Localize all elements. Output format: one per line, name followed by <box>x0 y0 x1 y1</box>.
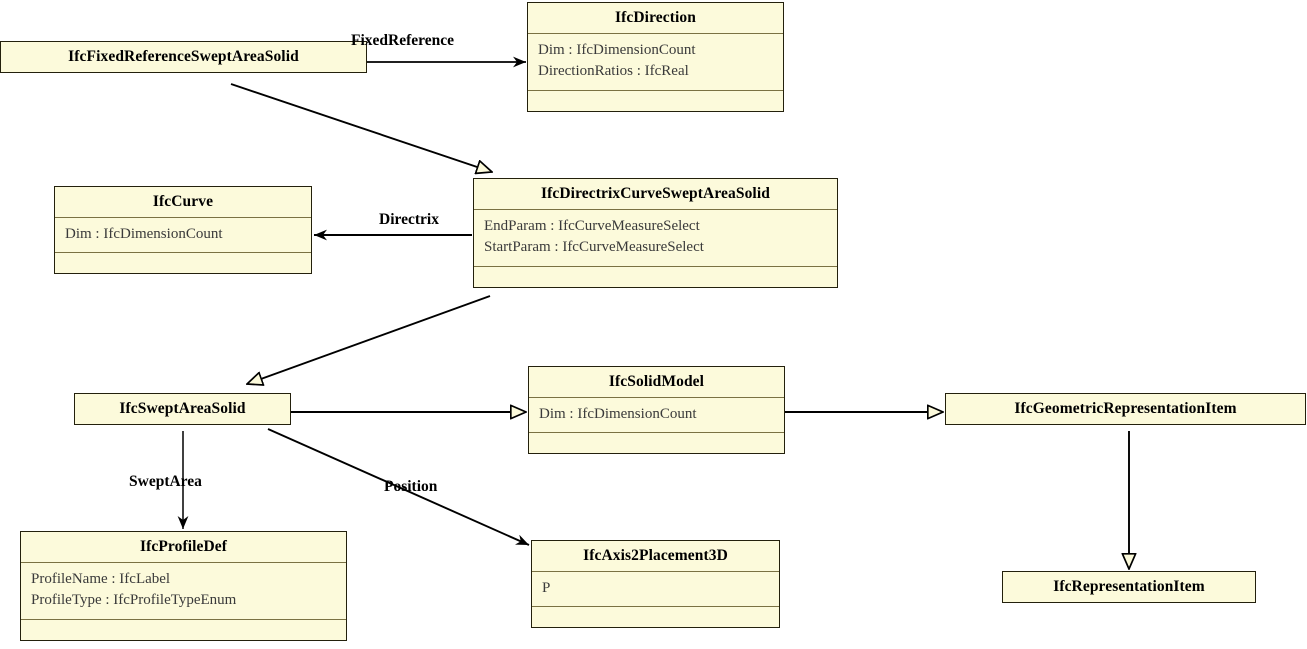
uml-class-title: IfcDirection <box>615 9 696 26</box>
uml-attribute: Dim : IfcDimensionCount <box>538 42 696 59</box>
uml-attribute: ProfileName : IfcLabel <box>31 571 171 588</box>
uml-attribute-compartment: EndParam : IfcCurveMeasureSelect StartPa… <box>474 209 837 266</box>
uml-operation-compartment <box>532 606 779 627</box>
uml-attribute: Dim : IfcDimensionCount <box>65 226 223 243</box>
uml-class-title: IfcDirectrixCurveSweptAreaSolid <box>541 185 770 202</box>
edge-label-position: Position <box>384 478 438 495</box>
uml-attribute: Dim : IfcDimensionCount <box>539 406 697 423</box>
uml-class-ifcprofiledef[interactable]: IfcProfileDef ProfileName : IfcLabel Pro… <box>20 531 347 641</box>
uml-attribute-compartment: ProfileName : IfcLabel ProfileType : Ifc… <box>21 562 346 619</box>
uml-class-title: IfcGeometricRepresentationItem <box>1014 400 1237 417</box>
uml-attribute: P <box>542 580 551 597</box>
uml-class-ifcdirection[interactable]: IfcDirection Dim : IfcDimensionCount Dir… <box>527 2 784 112</box>
uml-attribute-compartment: Dim : IfcDimensionCount <box>55 217 311 252</box>
uml-class-ifcdirectrixcurvesweptareasolid[interactable]: IfcDirectrixCurveSweptAreaSolid EndParam… <box>473 178 838 288</box>
uml-operation-compartment <box>55 252 311 273</box>
uml-attribute-compartment: Dim : IfcDimensionCount <box>529 397 784 432</box>
uml-class-title: IfcSweptAreaSolid <box>119 400 246 417</box>
edge-label-fixedreference: FixedReference <box>351 32 454 49</box>
uml-attribute: ProfileType : IfcProfileTypeEnum <box>31 592 237 609</box>
uml-class-ifcrepresentationitem[interactable]: IfcRepresentationItem <box>1002 571 1256 604</box>
uml-class-ifccurve[interactable]: IfcCurve Dim : IfcDimensionCount <box>54 186 312 275</box>
uml-class-ifcfixedreferencesweptareasolid[interactable]: IfcFixedReferenceSweptAreaSolid <box>0 41 367 74</box>
uml-operation-compartment <box>21 618 346 640</box>
uml-class-title: IfcCurve <box>152 193 214 210</box>
uml-class-title: IfcRepresentationItem <box>1053 578 1205 595</box>
edge-label-sweptarea: SweptArea <box>129 473 202 490</box>
uml-attribute: StartParam : IfcCurveMeasureSelect <box>484 239 704 256</box>
uml-attribute-compartment: Dim : IfcDimensionCount DirectionRatios … <box>528 33 783 90</box>
uml-class-title: IfcAxis2Placement3D <box>583 547 728 564</box>
uml-attribute: DirectionRatios : IfcReal <box>538 63 689 80</box>
uml-operation-compartment <box>474 265 837 287</box>
uml-class-title: IfcFixedReferenceSweptAreaSolid <box>68 48 299 65</box>
uml-operation-compartment <box>528 89 783 111</box>
edge-directrix-to-sweptarea <box>247 295 491 384</box>
edge-sweptarea-to-axis2p3d <box>267 428 530 546</box>
uml-class-ifcsweptareasolid[interactable]: IfcSweptAreaSolid <box>74 393 291 426</box>
uml-class-ifcsolidmodel[interactable]: IfcSolidModel Dim : IfcDimensionCount <box>528 366 785 455</box>
uml-operation-compartment <box>529 432 784 453</box>
uml-class-title: IfcProfileDef <box>139 538 228 555</box>
edge-fixedref-to-directrix <box>230 83 492 172</box>
uml-class-ifcaxis2placement3d[interactable]: IfcAxis2Placement3D P <box>531 540 780 629</box>
uml-class-title: IfcSolidModel <box>608 373 705 390</box>
uml-attribute: EndParam : IfcCurveMeasureSelect <box>484 218 700 235</box>
uml-attribute-compartment: P <box>532 571 779 606</box>
uml-class-ifcgeometricrepresentationitem[interactable]: IfcGeometricRepresentationItem <box>945 393 1306 426</box>
edge-label-directrix: Directrix <box>379 211 439 228</box>
